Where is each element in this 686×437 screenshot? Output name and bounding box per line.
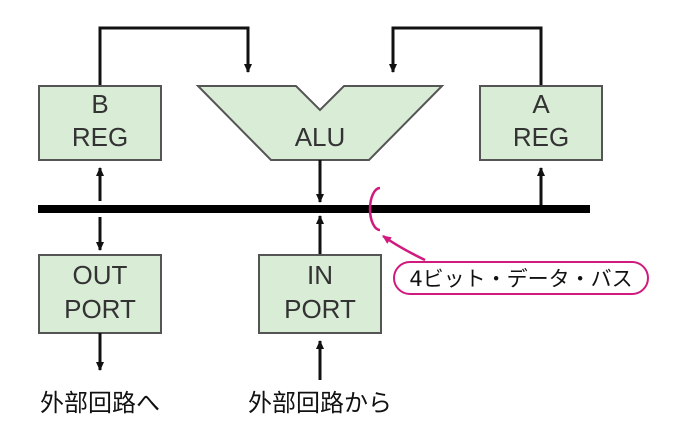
b-reg-line1: B [91,89,108,119]
bus-callout-label: 4ビット・データ・バス [409,267,632,291]
a-reg-box [479,85,603,161]
bus-callout-frame [393,261,649,295]
bus-callout-leader [382,234,426,262]
a-reg-line2: REG [513,122,569,152]
from-external-caption: 外部回路から [248,389,392,417]
bus-callout: 4ビット・データ・バス [368,186,649,295]
in-port-line2: PORT [284,294,356,324]
alu-label: ALU [295,122,346,152]
alu-block: ALU [195,85,445,161]
in-port-block: IN PORT [258,254,382,334]
in-port-line1: IN [307,260,333,290]
a-reg-line1: A [532,89,550,119]
b-reg-block: B REG [38,85,162,161]
in-port-box [258,254,382,334]
out-port-line1: OUT [73,260,128,290]
to-external-caption: 外部回路へ [40,389,160,417]
b-reg-to-alu-wire [98,26,252,86]
out-port-block: OUT PORT [38,254,162,334]
out-port-line2: PORT [64,294,136,324]
b-reg-line2: REG [72,122,128,152]
bus-ring-marker [368,186,381,232]
b-reg-box [38,85,162,161]
a-reg-to-alu-wire [389,26,543,86]
a-reg-block: A REG [479,85,603,161]
alu-shape [195,85,445,161]
